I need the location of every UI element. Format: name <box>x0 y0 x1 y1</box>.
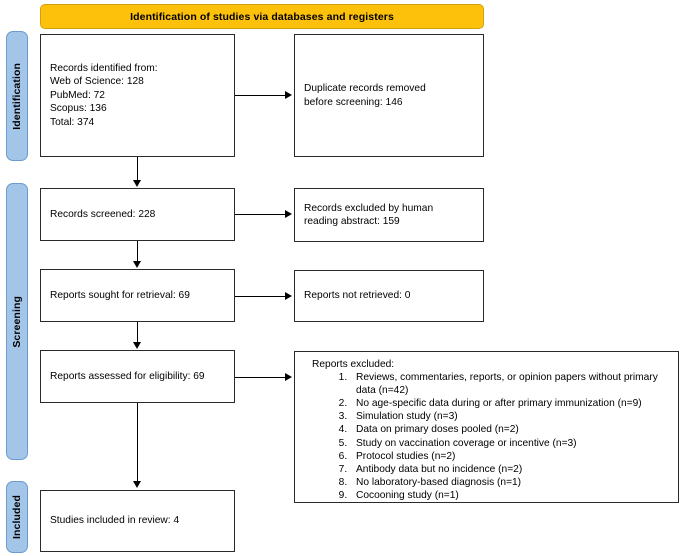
stage-tab-screening: Screening <box>6 183 28 460</box>
node-studies-included: Studies included in review: 4 <box>40 490 235 552</box>
stage-tab-identification-label: Identification <box>11 62 23 130</box>
node-records-excluded-human: Records excluded by human reading abstra… <box>294 188 484 242</box>
stage-tab-included-label: Included <box>11 495 23 539</box>
node-records-identified: Records identified from: Web of Science:… <box>40 34 235 157</box>
arrow-screened-to-sought <box>133 261 141 268</box>
stage-tab-identification: Identification <box>6 31 28 161</box>
arrow-assessed-to-included <box>133 481 141 488</box>
connector-identified-to-screened <box>137 157 139 181</box>
connector-identified-to-duplicates <box>235 95 285 97</box>
reports-excluded-item: No age-specific data during or after pri… <box>350 397 661 410</box>
stage-tab-included: Included <box>6 481 28 553</box>
arrow-identified-to-duplicates <box>285 91 292 99</box>
reports-excluded-item: Protocol studies (n=2) <box>350 450 661 463</box>
connector-screened-to-excluded <box>235 214 285 216</box>
node-records-screened: Records screened: 228 <box>40 188 235 241</box>
node-duplicates-removed: Duplicate records removed before screeni… <box>294 34 484 157</box>
node-reports-not-retrieved: Reports not retrieved: 0 <box>294 270 484 322</box>
connector-assessed-to-reports-excluded <box>235 377 285 379</box>
reports-excluded-item: Data on primary doses pooled (n=2) <box>350 423 661 436</box>
node-reports-sought: Reports sought for retrieval: 69 <box>40 269 235 322</box>
reports-excluded-item: Simulation study (n=3) <box>350 410 661 423</box>
node-reports-excluded: Reports excluded: Reviews, commentaries,… <box>294 351 679 503</box>
connector-sought-to-not-retrieved <box>235 296 285 298</box>
reports-excluded-list: Reviews, commentaries, reports, or opini… <box>312 371 661 502</box>
reports-excluded-item: Antibody data but no incidence (n=2) <box>350 463 661 476</box>
diagram-banner-title: Identification of studies via databases … <box>40 4 484 29</box>
stage-tab-screening-label: Screening <box>11 295 23 348</box>
arrow-sought-to-not-retrieved <box>285 292 292 300</box>
connector-sought-to-assessed <box>137 322 139 343</box>
connector-screened-to-sought <box>137 241 139 262</box>
reports-excluded-item: Reviews, commentaries, reports, or opini… <box>350 371 661 397</box>
reports-excluded-item: Study on vaccination coverage or incenti… <box>350 437 661 450</box>
reports-excluded-item: No laboratory-based diagnosis (n=1) <box>350 476 661 489</box>
reports-excluded-item: Cocooning study (n=1) <box>350 489 661 502</box>
arrow-screened-to-excluded <box>285 210 292 218</box>
node-reports-assessed: Reports assessed for eligibility: 69 <box>40 350 235 403</box>
arrow-assessed-to-reports-excluded <box>285 373 292 381</box>
arrow-identified-to-screened <box>133 180 141 187</box>
arrow-sought-to-assessed <box>133 342 141 349</box>
reports-excluded-title: Reports excluded: <box>312 359 395 371</box>
connector-assessed-to-included <box>137 403 139 482</box>
